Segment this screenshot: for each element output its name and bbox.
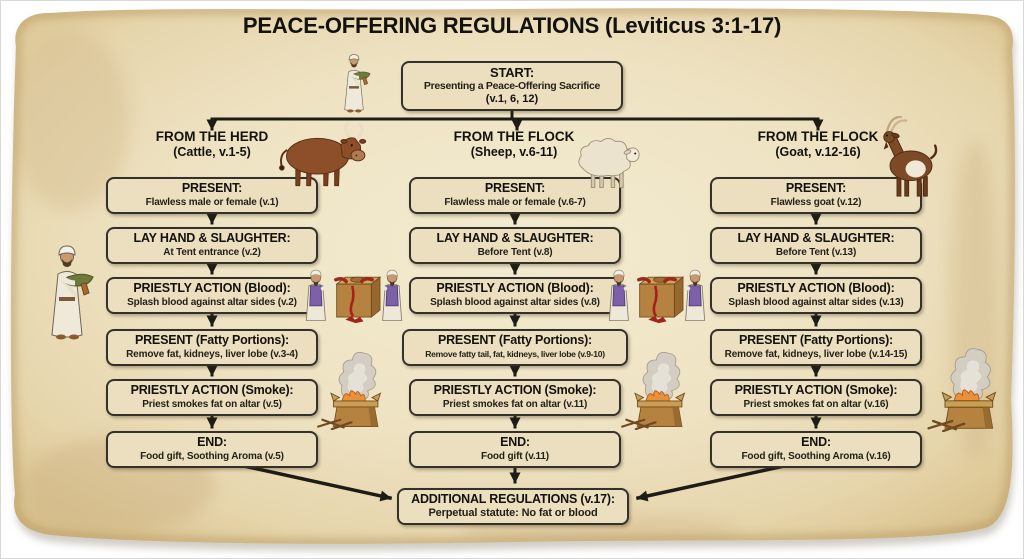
goat-fatty-box: PRESENT (Fatty Portions): Remove fat, ki… <box>710 329 922 366</box>
goat-icon <box>874 116 948 200</box>
herd-blood-box: PRIESTLY ACTION (Blood): Splash blood ag… <box>106 277 318 314</box>
sheep-end-box: END: Food gift (v.11) <box>409 431 621 468</box>
goat-end-box: END: Food gift, Soothing Aroma (v.16) <box>710 431 922 468</box>
sheep-slaughter-box: LAY HAND & SLAUGHTER: Before Tent (v.8) <box>409 227 621 264</box>
sheep-blood-box: PRIESTLY ACTION (Blood): Splash blood ag… <box>409 277 621 314</box>
goat-slaughter-box: LAY HAND & SLAUGHTER: Before Tent (v.13) <box>710 227 922 264</box>
herd-end-box: END: Food gift, Soothing Aroma (v.5) <box>106 431 318 468</box>
goat-blood-box: PRIESTLY ACTION (Blood): Splash blood ag… <box>710 277 922 314</box>
sheep-fatty-box: PRESENT (Fatty Portions): Remove fatty t… <box>402 329 628 366</box>
sheep-present-box: PRESENT: Flawless male or female (v.6-7) <box>409 177 621 214</box>
herd-fatty-box: PRESENT (Fatty Portions): Remove fat, ki… <box>106 329 318 366</box>
start-box-verse: (v.1, 6, 12) <box>485 93 539 105</box>
priest-carrying-offering-icon <box>328 52 380 114</box>
start-box-body: Presenting a Peace-Offering Sacrifice <box>423 80 601 92</box>
priests-at-altar-icon <box>302 250 406 326</box>
sheep-icon <box>570 132 648 192</box>
branch-header-flock-goat: FROM THE FLOCK (Goat, v.12-16) <box>757 129 879 159</box>
altar-with-smoke-icon <box>920 344 1014 432</box>
sheep-smoke-box: PRIESTLY ACTION (Smoke): Priest smokes f… <box>409 379 621 416</box>
start-box-title: START: <box>489 65 535 80</box>
priest-carrying-offering-icon <box>36 242 98 342</box>
goat-present-box: PRESENT: Flawless goat (v.12) <box>710 177 922 214</box>
goat-smoke-box: PRIESTLY ACTION (Smoke): Priest smokes f… <box>710 379 922 416</box>
herd-present-box: PRESENT: Flawless male or female (v.1) <box>106 177 318 214</box>
start-box: START: Presenting a Peace-Offering Sacri… <box>401 61 623 111</box>
altar-with-smoke-icon <box>614 348 702 430</box>
herd-slaughter-box: LAY HAND & SLAUGHTER: At Tent entrance (… <box>106 227 318 264</box>
branch-header-herd: FROM THE HERD (Cattle, v.1-5) <box>155 129 269 159</box>
additional-regulations-box: ADDITIONAL REGULATIONS (v.17): Perpetual… <box>397 488 629 525</box>
bull-icon <box>268 122 378 188</box>
priests-at-altar-icon <box>605 250 709 326</box>
page-title: PEACE-OFFERING REGULATIONS (Leviticus 3:… <box>242 13 782 38</box>
altar-with-smoke-icon <box>310 348 398 430</box>
herd-smoke-box: PRIESTLY ACTION (Smoke): Priest smokes f… <box>106 379 318 416</box>
branch-header-flock-sheep: FROM THE FLOCK (Sheep, v.6-11) <box>453 129 575 159</box>
